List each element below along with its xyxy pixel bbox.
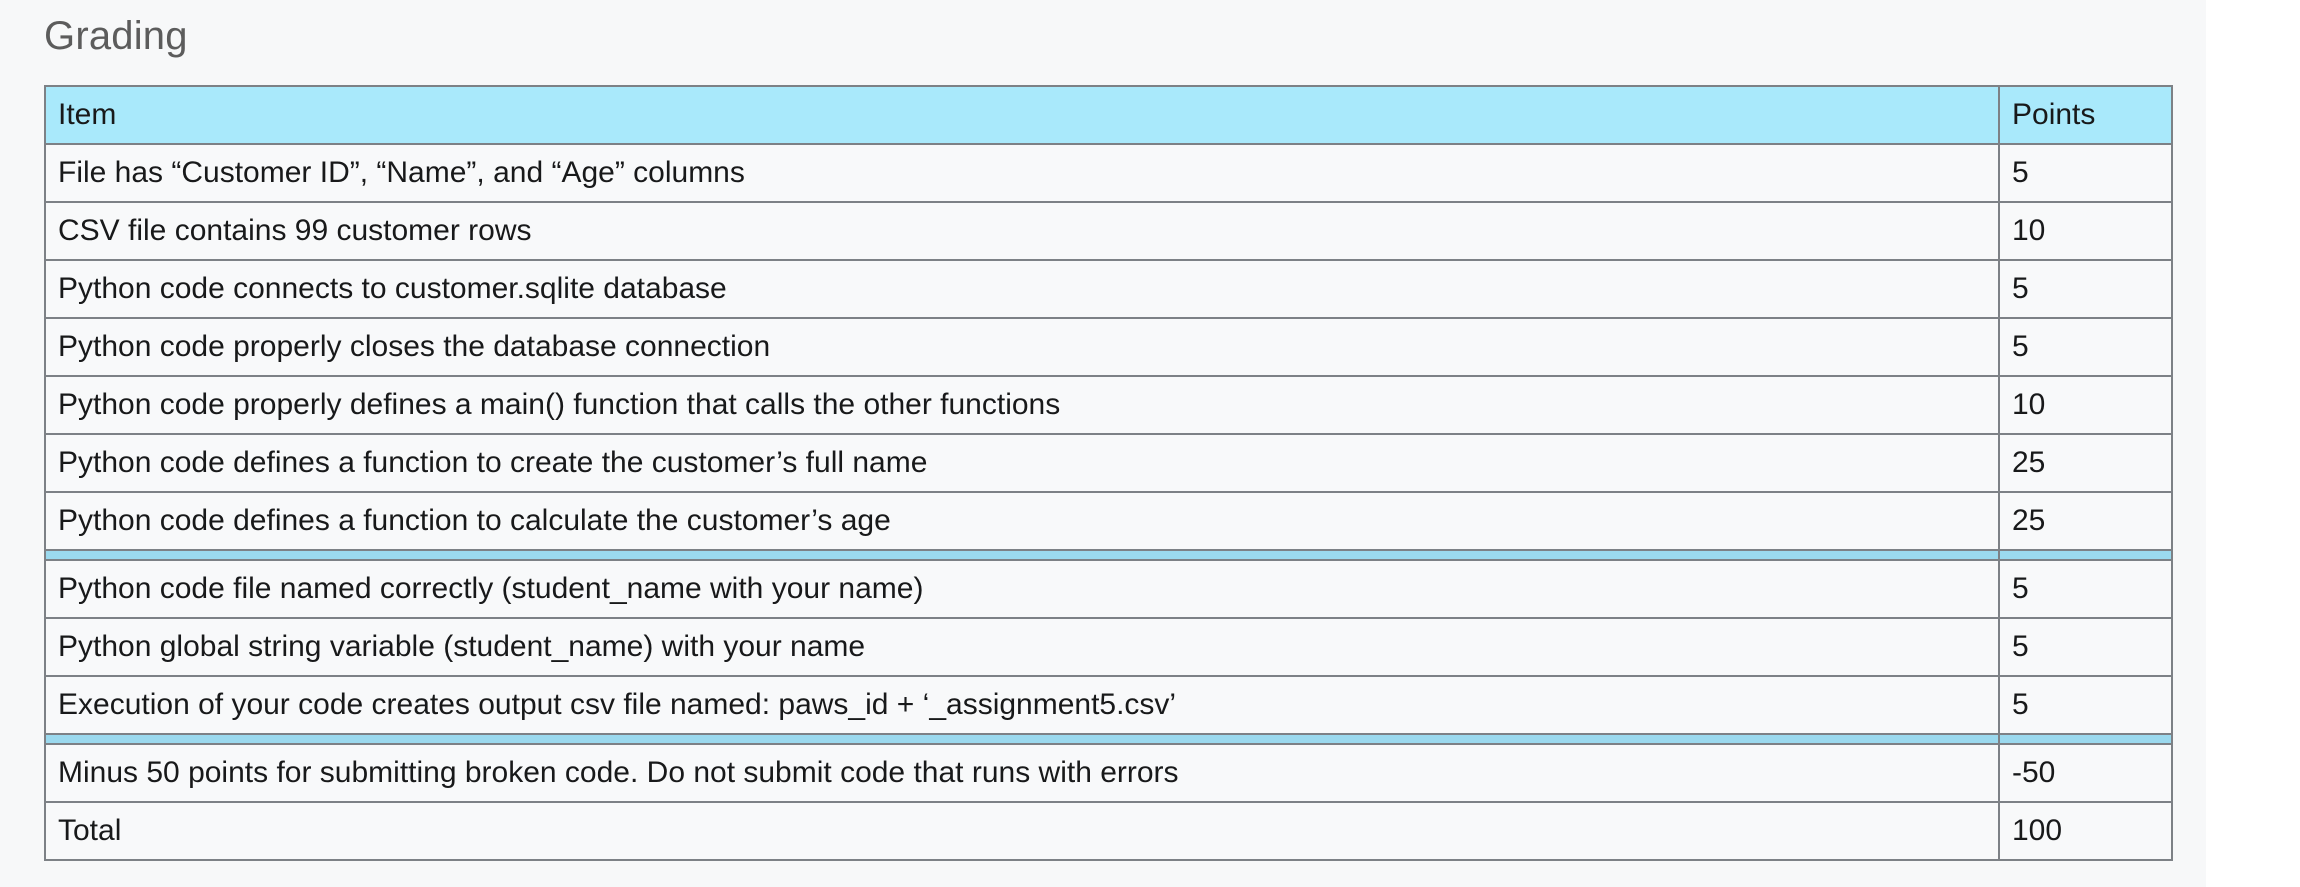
cell-item: Python code defines a function to create… [44, 433, 2000, 493]
cell-points: 5 [1998, 143, 2173, 203]
cell-item: Minus 50 points for submitting broken co… [44, 743, 2000, 803]
page-title: Grading [44, 14, 188, 58]
cell-item: Execution of your code creates output cs… [44, 675, 2000, 735]
cell-points: -50 [1998, 743, 2173, 803]
cell-item: Python code connects to customer.sqlite … [44, 259, 2000, 319]
cell-points: 5 [1998, 559, 2173, 619]
column-header-points: Points [1998, 85, 2173, 145]
cell-item: File has “Customer ID”, “Name”, and “Age… [44, 143, 2000, 203]
table-row: Python code file named correctly (studen… [44, 559, 2173, 619]
cell-item: Python global string variable (student_n… [44, 617, 2000, 677]
section-separator [44, 549, 2173, 561]
table-row: Python global string variable (student_n… [44, 617, 2173, 677]
grading-rubric-table: Item Points File has “Customer ID”, “Nam… [44, 85, 2173, 861]
table-row: Python code properly defines a main() fu… [44, 375, 2173, 435]
cell-item: Python code file named correctly (studen… [44, 559, 2000, 619]
section-separator-cell [44, 549, 2000, 561]
table-header-row: Item Points [44, 85, 2173, 145]
cell-points: 100 [1998, 801, 2173, 861]
section-separator-cell [1998, 733, 2173, 745]
cell-item: Python code properly defines a main() fu… [44, 375, 2000, 435]
table-header: Item Points [44, 85, 2173, 145]
cell-points: 5 [1998, 317, 2173, 377]
table-row: Python code defines a function to calcul… [44, 491, 2173, 551]
table-body: File has “Customer ID”, “Name”, and “Age… [44, 143, 2173, 861]
cell-points: 5 [1998, 675, 2173, 735]
cell-points: 10 [1998, 201, 2173, 261]
section-separator-cell [44, 733, 2000, 745]
table-row: File has “Customer ID”, “Name”, and “Age… [44, 143, 2173, 203]
cell-item: Python code defines a function to calcul… [44, 491, 2000, 551]
table-row: Python code properly closes the database… [44, 317, 2173, 377]
cell-points: 5 [1998, 617, 2173, 677]
cell-item: Python code properly closes the database… [44, 317, 2000, 377]
section-separator-cell [1998, 549, 2173, 561]
cell-points: 10 [1998, 375, 2173, 435]
cell-points: 25 [1998, 433, 2173, 493]
cell-item: CSV file contains 99 customer rows [44, 201, 2000, 261]
table-row: Minus 50 points for submitting broken co… [44, 743, 2173, 803]
cell-points: 5 [1998, 259, 2173, 319]
column-header-item: Item [44, 85, 2000, 145]
section-separator [44, 733, 2173, 745]
table-row: Python code connects to customer.sqlite … [44, 259, 2173, 319]
table-row: Execution of your code creates output cs… [44, 675, 2173, 735]
cell-item: Total [44, 801, 2000, 861]
cell-points: 25 [1998, 491, 2173, 551]
table-row: Python code defines a function to create… [44, 433, 2173, 493]
